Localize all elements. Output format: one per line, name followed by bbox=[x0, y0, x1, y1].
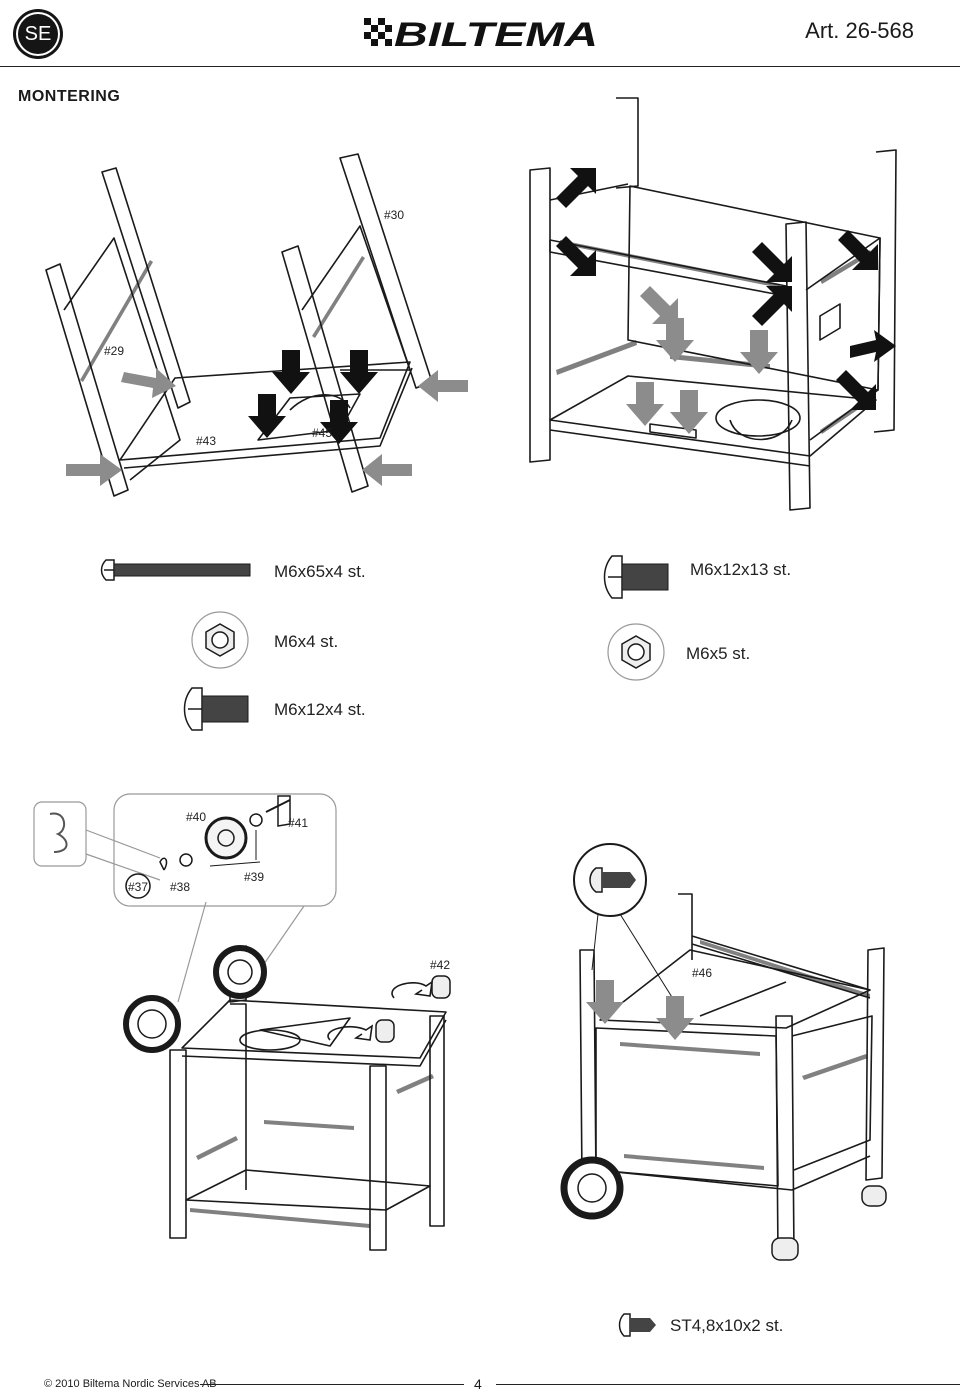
hardware-label-st48: ST4,8x10x2 st. bbox=[670, 1316, 784, 1335]
arrows-gray bbox=[66, 368, 468, 486]
bolt-m6x12x13-icon bbox=[603, 555, 669, 599]
section-title: MONTERING bbox=[18, 88, 121, 105]
arrows-black bbox=[248, 350, 378, 444]
cart-wheel bbox=[560, 1156, 624, 1220]
page-header: SE BILTEMA Art. 26-568 bbox=[0, 0, 960, 67]
wheel-left-back bbox=[213, 945, 267, 999]
footer-rule-left bbox=[200, 1384, 464, 1385]
arrows-gray-upright bbox=[626, 286, 778, 434]
hardware-label-m6x65: M6x65x4 st. bbox=[274, 562, 366, 581]
vent-slots-left bbox=[80, 260, 153, 382]
caster-1 bbox=[375, 1019, 395, 1043]
cart-caster-front bbox=[771, 1237, 799, 1261]
cotter-pin-detail-box bbox=[33, 801, 87, 867]
figure-wheel-assembly bbox=[33, 793, 451, 1251]
language-badge: SE bbox=[16, 12, 60, 56]
wheel-left-front bbox=[123, 995, 181, 1053]
vent-slots-right bbox=[312, 256, 365, 338]
page-number: 4 bbox=[474, 1376, 482, 1392]
figure-frame-bottom-assembly bbox=[45, 153, 468, 497]
nut-m6x4-icon bbox=[191, 611, 249, 669]
part-label-39: #39 bbox=[244, 870, 265, 884]
hardware-label-m6x12x13: M6x12x13 st. bbox=[690, 560, 792, 579]
figure-cart-complete bbox=[560, 843, 887, 1261]
bolt-m6x12x4-icon bbox=[183, 687, 249, 731]
caster-2 bbox=[431, 975, 451, 999]
hardware-label-m6x4: M6x4 st. bbox=[274, 632, 339, 651]
vents-wheel-fig bbox=[190, 1074, 434, 1228]
biltema-logo: BILTEMA bbox=[364, 16, 598, 50]
part-label-41: #41 bbox=[288, 816, 309, 830]
hardware-label-m6x12x4: M6x12x4 st. bbox=[274, 700, 366, 719]
hardware-label-m6x5: M6x5 st. bbox=[686, 644, 751, 663]
part-label-30: #30 bbox=[384, 208, 405, 222]
vents-cart bbox=[620, 940, 870, 1170]
bolt-m6x65-icon bbox=[100, 559, 251, 581]
part-label-29: #29 bbox=[104, 344, 125, 358]
part-label-37: #37 bbox=[128, 880, 149, 894]
rotate-arrows bbox=[327, 980, 434, 1041]
part-label-45: #45 bbox=[312, 426, 333, 440]
part-label-40: #40 bbox=[186, 810, 207, 824]
article-number: Art. 26-568 bbox=[805, 18, 914, 43]
copyright-text: © 2010 Biltema Nordic Services AB bbox=[44, 1378, 217, 1390]
part-label-46: #46 bbox=[692, 966, 713, 980]
part-label-38: #38 bbox=[170, 880, 191, 894]
nut-m6x5-icon bbox=[607, 623, 665, 681]
footer-rule-right bbox=[496, 1384, 960, 1385]
figure-frame-upright-assembly bbox=[529, 97, 897, 511]
part-label-42: #42 bbox=[430, 958, 451, 972]
arrows-black-upright bbox=[556, 168, 896, 410]
checker-mark bbox=[364, 18, 392, 46]
arrows-gray-cart bbox=[586, 980, 694, 1040]
brand-text: BILTEMA bbox=[394, 16, 598, 50]
page-footer: © 2010 Biltema Nordic Services AB 4 bbox=[0, 1376, 960, 1393]
screw-st48-icon bbox=[618, 1313, 656, 1337]
cart-caster-back bbox=[861, 1185, 887, 1207]
part-label-43: #43 bbox=[196, 434, 217, 448]
wheel-parts-detail-box bbox=[113, 793, 337, 907]
